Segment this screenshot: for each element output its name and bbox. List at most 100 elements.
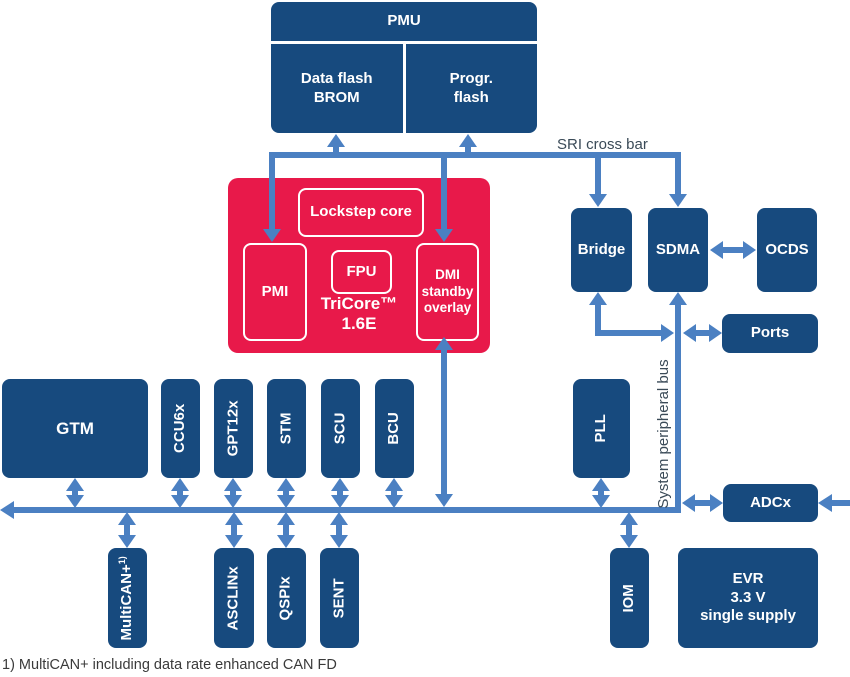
multican-bus-arrowhead-down <box>118 535 136 548</box>
sri-to-pmi-arrowhead <box>263 229 281 242</box>
iom-bus-line <box>626 523 632 538</box>
scu-bus-arrowhead-down <box>331 495 349 508</box>
bridge-label: Bridge <box>577 240 626 258</box>
gpt12x-bus-arrowhead-down <box>224 495 242 508</box>
sri-to-sdma-arrowhead <box>669 194 687 207</box>
ports-link-arrowhead-right <box>709 324 722 342</box>
pll-label: PLL <box>592 414 610 443</box>
sri-crossbar-line <box>269 152 681 158</box>
bridge-link-vline <box>595 304 601 336</box>
block-sent: SENT <box>320 548 359 648</box>
progr-flash-label: Progr. flash <box>449 69 493 106</box>
iom-bus-arrowhead-down <box>620 535 638 548</box>
pmu-body: Data flash BROM Progr. flash <box>271 44 537 133</box>
fpu-label: FPU <box>346 262 377 280</box>
adcx-link-arrowhead-left <box>682 494 695 512</box>
iom-label: IOM <box>620 583 638 613</box>
lockstep-core-label: Lockstep core <box>310 203 412 221</box>
sdma-label: SDMA <box>655 240 701 258</box>
qspix-bus-arrowhead-up <box>277 512 295 525</box>
ccu6x-bus-arrowhead-up <box>171 478 189 491</box>
gtm-bus-arrowhead-down <box>66 495 84 508</box>
multican-text: MultiCAN+ <box>118 563 136 641</box>
block-bridge: Bridge <box>571 208 632 292</box>
block-adcx: ADCx <box>723 484 818 522</box>
stm-bus-arrowhead-down <box>277 495 295 508</box>
sri-to-sdma-line <box>675 158 681 195</box>
block-qspix: QSPIx <box>267 548 306 648</box>
ccu6x-bus-line <box>177 489 183 498</box>
stm-label: STM <box>277 412 295 445</box>
peripheral-bus-arrowhead-left <box>0 501 14 519</box>
block-iom: IOM <box>610 548 649 648</box>
bcu-bus-arrowhead-down <box>385 495 403 508</box>
asclinx-bus-arrowhead-down <box>225 535 243 548</box>
sent-bus-arrowhead-down <box>330 535 348 548</box>
scu-bus-arrowhead-up <box>331 478 349 491</box>
sri-to-dmi-line <box>441 158 447 230</box>
sent-bus-line <box>336 523 342 538</box>
ports-link-arrowhead-left <box>683 324 696 342</box>
peripheral-bus-hline <box>12 507 681 513</box>
sri-crossbar-label: SRI cross bar <box>557 136 648 153</box>
scu-label: SCU <box>331 412 349 445</box>
multican-bus-arrowhead-up <box>118 512 136 525</box>
block-tricore-core: Lockstep core PMI FPU TriCore™ 1.6E DMI … <box>228 178 490 353</box>
scu-bus-line <box>337 489 343 498</box>
ports-link-line <box>694 330 710 336</box>
ocds-label: OCDS <box>765 240 809 258</box>
adcx-label: ADCx <box>750 493 791 511</box>
sri-to-progrflash-line <box>465 146 471 154</box>
block-gpt12x: GPT12x <box>214 379 253 478</box>
qspix-bus-line <box>283 523 289 538</box>
iom-bus-arrowhead-up <box>620 512 638 525</box>
gtm-label: GTM <box>56 418 94 438</box>
asclinx-label: ASCLINx <box>224 565 242 631</box>
ports-label: Ports <box>750 324 790 342</box>
qspix-label: QSPIx <box>277 575 295 621</box>
bus-to-bridge-arrowhead <box>589 292 607 305</box>
bus-to-sdma-arrowhead <box>669 292 687 305</box>
pmi-label: PMI <box>261 282 289 300</box>
block-ccu6x: CCU6x <box>161 379 200 478</box>
tricore-name-label: TriCore™ 1.6E <box>320 294 398 334</box>
block-progr-flash: Progr. flash <box>402 44 538 133</box>
system-peripheral-bus-vline <box>675 304 681 513</box>
block-scu: SCU <box>321 379 360 478</box>
sdma-ocds-line <box>722 247 744 253</box>
bcu-label: BCU <box>385 412 403 445</box>
gtm-bus-line <box>72 489 78 498</box>
evr-label: EVR 3.3 V single supply <box>700 569 796 625</box>
block-pll: PLL <box>573 379 630 478</box>
dmi-bus-line <box>441 349 447 495</box>
pmu-title-label: PMU <box>387 12 421 30</box>
gpt12x-bus-line <box>230 489 236 498</box>
block-bcu: BCU <box>375 379 414 478</box>
block-ports: Ports <box>722 314 818 353</box>
adcx-external-arrowhead <box>818 494 832 512</box>
qspix-bus-arrowhead-down <box>277 535 295 548</box>
block-lockstep-core: Lockstep core <box>298 188 424 237</box>
sent-label: SENT <box>330 577 348 619</box>
gpt12x-label: GPT12x <box>224 400 242 457</box>
block-multican: MultiCAN+1) <box>108 548 147 648</box>
sdma-ocds-arrowhead-right <box>743 241 756 259</box>
sri-to-pmi-line <box>269 158 275 230</box>
sri-to-progrflash-arrowhead <box>459 134 477 147</box>
pll-bus-line <box>598 489 604 498</box>
sri-to-brom-arrowhead <box>327 134 345 147</box>
sri-to-dmi-arrowhead <box>435 229 453 242</box>
gpt12x-bus-arrowhead-up <box>224 478 242 491</box>
adcx-link-line <box>694 500 711 506</box>
sent-bus-arrowhead-up <box>330 512 348 525</box>
system-peripheral-bus-label: System peripheral bus <box>655 359 672 509</box>
ccu6x-label: CCU6x <box>171 403 189 454</box>
bridge-link-hline <box>595 330 662 336</box>
stm-bus-line <box>283 489 289 498</box>
bcu-bus-arrowhead-up <box>385 478 403 491</box>
ccu6x-bus-arrowhead-down <box>171 495 189 508</box>
bcu-bus-line <box>391 489 397 498</box>
block-sdma: SDMA <box>648 208 708 292</box>
sri-to-bridge-line <box>595 158 601 195</box>
block-fpu: FPU <box>331 250 392 294</box>
